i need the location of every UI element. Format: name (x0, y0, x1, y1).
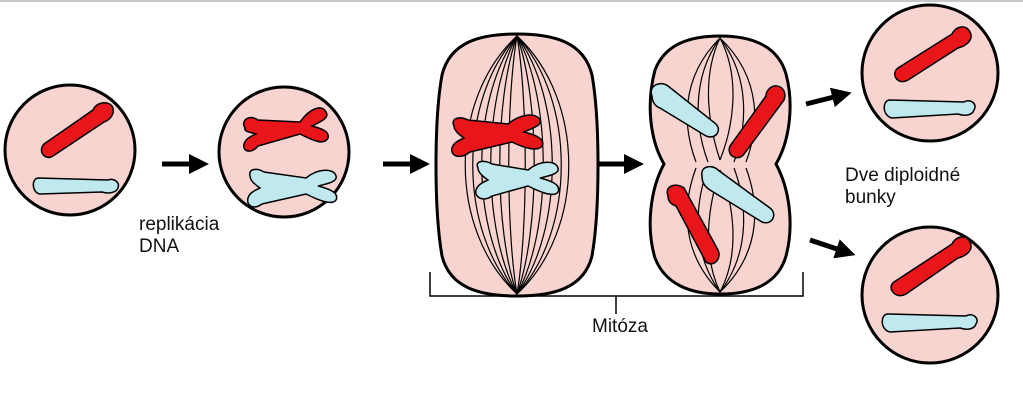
replication-label-line2: DNA (139, 236, 180, 257)
red-chromosome (40, 102, 115, 159)
blue-chromosome (881, 313, 978, 333)
blue-chromosome-lower (701, 165, 775, 224)
mitosis-bracket (429, 272, 804, 314)
replicated-cell (217, 85, 351, 219)
daughter-cell-bottom (860, 225, 1000, 365)
daughter-cell-top (860, 3, 1000, 143)
arrow-to-daughter-top (805, 87, 852, 108)
blue-replicated-chromosome (246, 168, 338, 208)
daughter-cells-label-line2: bunky (845, 187, 896, 208)
replication-label: replikácia DNA (139, 214, 219, 258)
metaphase-cell (434, 32, 600, 298)
daughter-cells-label-line1: Dve diploidné (845, 165, 961, 186)
parent-cell (3, 83, 137, 217)
replication-label-line1: replikácia (139, 214, 220, 235)
blue-metaphase-chromosome (475, 160, 560, 200)
daughter-cells-label: Dve diploidné bunky (845, 165, 960, 209)
red-chromosome (894, 26, 972, 83)
red-chromosome (890, 236, 972, 297)
blue-chromosome-upper (650, 82, 720, 138)
red-chromosome-lower (666, 184, 720, 265)
blue-chromosome (32, 177, 120, 195)
arrow-to-daughter-bottom (809, 237, 856, 259)
blue-chromosome (883, 99, 976, 119)
mitosis-label: Mitóza (592, 316, 648, 337)
red-replicated-chromosome (243, 107, 329, 152)
red-metaphase-chromosome (451, 114, 544, 158)
anaphase-cell (648, 34, 792, 296)
red-chromosome-upper (728, 85, 786, 159)
top-divider (0, 0, 1023, 2)
